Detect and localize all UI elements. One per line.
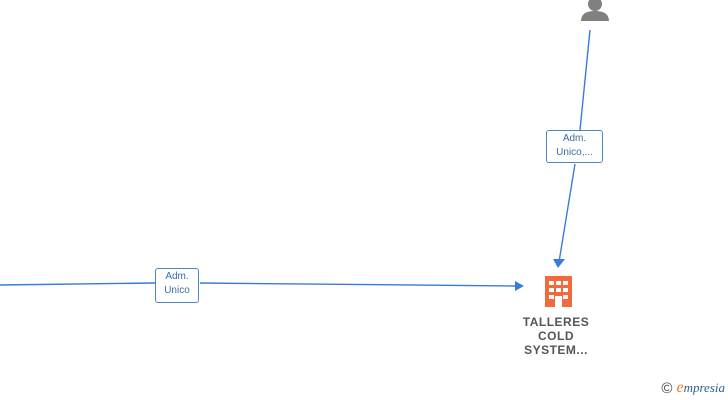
person-icon[interactable] [581,0,609,21]
edge-arrowhead [553,259,565,268]
edge-left-to-company [0,282,517,287]
company-name-label[interactable]: TALLERES COLD SYSTEM... [506,315,606,357]
copyright-icon: © [661,379,673,397]
edge-label-adm-unico-top[interactable]: Adm. Unico,... [546,130,603,163]
empresia-logo-text: mpresia [683,380,725,395]
company-name-line: TALLERES [522,315,590,329]
edge-label-line: Unico,... [556,147,593,158]
empresia-logo-initial: e [676,379,684,396]
edge-label-line: Adm. [562,133,587,144]
edge-person-to-company [558,29,591,263]
building-icon[interactable] [545,276,572,307]
empresia-watermark: © e mpresia [661,379,725,397]
company-name-line: COLD [538,329,574,343]
edge-label-line: Unico [164,285,190,296]
edge-arrowhead [515,281,524,291]
edge-label-line: Adm. [165,271,189,282]
company-name-line: SYSTEM... [524,343,588,357]
edge-label-adm-unico-left[interactable]: Adm. Unico [155,268,199,303]
